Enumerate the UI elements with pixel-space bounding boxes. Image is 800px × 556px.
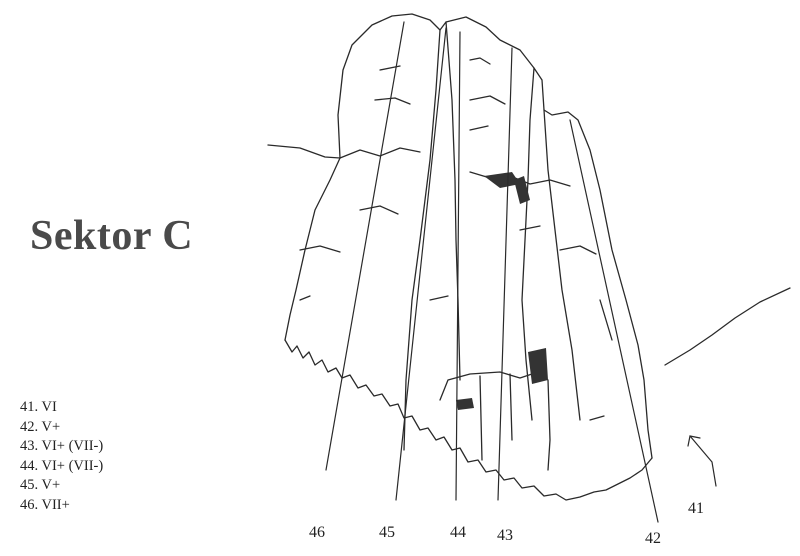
legend-item: 43. VI+ (VII-): [20, 438, 104, 455]
jagged-base: [284, 339, 653, 501]
legend-item: 41. VI: [20, 399, 57, 415]
legend-grade: VI: [41, 399, 57, 415]
legend-grade: VI+ (VII-): [41, 457, 104, 474]
inner-crack: [339, 147, 421, 159]
legend-number: 43: [20, 438, 35, 455]
shade-patch: [456, 398, 474, 410]
route-line-44: [455, 31, 461, 501]
inner-crack: [403, 29, 441, 451]
inner-crack: [299, 295, 311, 301]
chimney-block: [439, 371, 551, 471]
arrow-head-icon: [687, 435, 701, 447]
inner-crack: [469, 125, 489, 131]
left-tower-outline: [337, 13, 653, 459]
legend-number: 42: [20, 418, 35, 435]
inner-crack: [429, 295, 449, 301]
inner-crack: [559, 245, 597, 255]
route-label-46: 46: [309, 524, 325, 541]
route-arrow-41: [689, 435, 717, 487]
legend-grade: V+: [41, 477, 61, 494]
legend-grade: V+: [41, 418, 61, 435]
route-line-42: [569, 119, 659, 523]
legend-item: 44. VI+ (VII-): [20, 457, 104, 474]
inner-crack: [359, 205, 399, 215]
route-line-45: [395, 27, 447, 501]
legend-item: 42. V+: [20, 418, 61, 435]
inner-crack: [589, 415, 605, 421]
legend-number: 46: [20, 496, 35, 513]
chimney-block: [479, 375, 483, 461]
sector-title: Sektor C: [30, 213, 194, 259]
route-label-45: 45: [379, 524, 395, 541]
route-label-44: 44: [450, 524, 466, 541]
route-label-43: 43: [497, 527, 513, 544]
route-line-43: [497, 47, 513, 501]
inner-crack: [299, 245, 341, 253]
inner-crack: [379, 65, 401, 71]
route-label-41: 41: [688, 500, 704, 517]
shade-patch: [528, 348, 548, 384]
legend-grade: VI+ (VII-): [41, 438, 104, 455]
route-legend: 41. VI 42. V+ 43. VI+ (VII-) 44. VI+ (VI…: [20, 398, 103, 516]
shade-patch: [484, 172, 520, 188]
chimney-block: [509, 373, 513, 441]
inner-crack: [469, 57, 491, 65]
legend-item: 45. V+: [20, 477, 61, 494]
shade-patch: [514, 176, 530, 204]
route-line-46: [325, 21, 405, 471]
legend-number: 41: [20, 399, 35, 415]
inner-crack: [519, 225, 541, 231]
legend-number: 44: [20, 457, 35, 474]
inner-crack: [543, 109, 581, 421]
legend-number: 45: [20, 477, 35, 494]
inner-crack: [445, 21, 461, 381]
inner-crack: [599, 299, 613, 341]
left-flank: [284, 157, 341, 341]
inner-crack: [374, 97, 411, 105]
right-ridge-line: [664, 287, 791, 366]
inner-crack: [469, 95, 506, 105]
route-label-42: 42: [645, 530, 661, 547]
inner-crack: [521, 67, 535, 421]
legend-grade: VII+: [41, 496, 70, 513]
left-ridge-line: [267, 144, 341, 159]
legend-item: 46. VII+: [20, 496, 70, 513]
